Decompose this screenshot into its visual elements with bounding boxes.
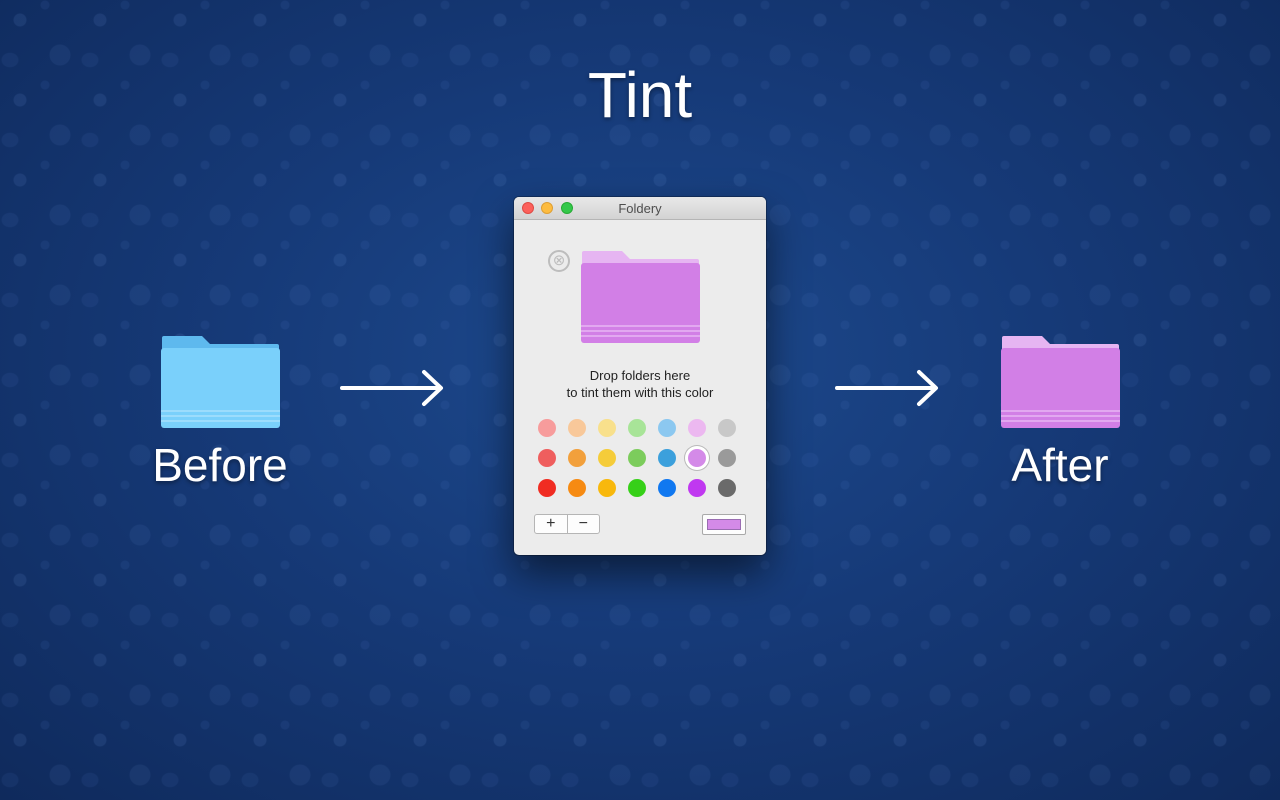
foldery-window: Foldery ⊗ Drop folders here to tint them… (514, 197, 766, 555)
color-well[interactable] (702, 514, 746, 535)
right-arrow-icon (340, 370, 443, 406)
drop-instructions: Drop folders here to tint them with this… (514, 367, 766, 401)
add-color-button[interactable]: + (546, 515, 556, 532)
purple-folder-icon (1001, 336, 1120, 428)
minimize-button[interactable] (541, 202, 553, 214)
zoom-button[interactable] (561, 202, 573, 214)
color-swatch[interactable] (598, 419, 616, 437)
color-swatch[interactable] (538, 479, 556, 497)
folder-drop-target[interactable] (580, 249, 701, 345)
color-swatch[interactable] (538, 419, 556, 437)
drop-instruction-line: Drop folders here (589, 368, 691, 383)
blue-folder-icon (161, 336, 280, 428)
color-swatch[interactable] (538, 449, 556, 467)
color-swatch[interactable] (658, 479, 676, 497)
color-swatch[interactable] (688, 449, 706, 467)
color-swatch[interactable] (688, 479, 706, 497)
color-swatch[interactable] (718, 449, 736, 467)
color-swatch[interactable] (568, 419, 586, 437)
right-arrow-icon (835, 370, 938, 406)
color-swatch[interactable] (628, 419, 646, 437)
color-swatch[interactable] (658, 449, 676, 467)
drop-instruction-line: to tint them with this color (566, 385, 714, 400)
after-label: After (1011, 439, 1109, 491)
color-well-fill (707, 519, 741, 530)
color-swatch[interactable] (658, 419, 676, 437)
color-swatch[interactable] (568, 449, 586, 467)
add-remove-control: + − (534, 514, 600, 534)
color-swatch[interactable] (628, 449, 646, 467)
remove-color-button[interactable]: − (566, 515, 600, 533)
window-title: Foldery (618, 201, 662, 216)
color-swatch[interactable] (718, 479, 736, 497)
title-bar[interactable]: Foldery (514, 197, 766, 220)
color-swatch[interactable] (688, 419, 706, 437)
color-swatch[interactable] (598, 479, 616, 497)
page-headline: Tint (587, 59, 693, 131)
clear-color-button[interactable]: ⊗ (548, 250, 570, 272)
color-swatch[interactable] (628, 479, 646, 497)
color-swatch[interactable] (718, 419, 736, 437)
color-swatch[interactable] (598, 449, 616, 467)
color-swatch[interactable] (568, 479, 586, 497)
close-button[interactable] (522, 202, 534, 214)
before-label: Before (152, 439, 288, 491)
